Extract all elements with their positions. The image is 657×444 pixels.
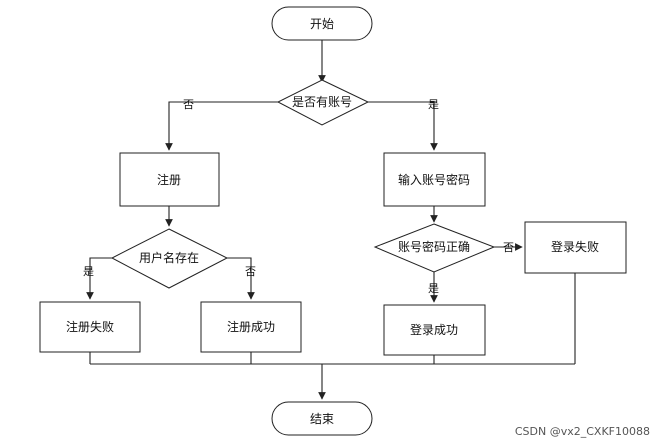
label-has-account-yes: 是 <box>428 98 439 111</box>
register-process <box>119 152 220 207</box>
label-credentials-no: 否 <box>503 241 514 254</box>
label-username-exists-yes: 是 <box>83 265 94 278</box>
credentials-correct-decision <box>373 223 496 273</box>
has-account-label: 是否有账号 <box>292 95 352 109</box>
edge-username-exists-yes <box>86 257 112 300</box>
start-terminal <box>271 6 373 41</box>
login-fail-process <box>524 221 627 274</box>
login-fail-label: 登录失败 <box>551 239 599 254</box>
label-has-account-no: 否 <box>183 98 194 111</box>
edge-has-account-yes <box>368 101 438 151</box>
login-success-process <box>383 304 486 356</box>
end-terminal <box>271 401 373 436</box>
username-exists-decision <box>110 228 229 289</box>
register-fail-label: 注册失败 <box>66 319 114 334</box>
credentials-correct-label: 账号密码正确 <box>398 239 470 254</box>
register-fail-process <box>39 301 141 353</box>
start-label: 开始 <box>310 17 334 31</box>
register-success-process <box>200 301 302 353</box>
has-account-decision <box>276 79 370 126</box>
label-credentials-yes: 是 <box>428 282 439 295</box>
enter-credentials-process <box>383 152 486 207</box>
edge-has-account-no <box>165 101 278 151</box>
register-label: 注册 <box>157 172 181 187</box>
edge-username-exists-no <box>227 257 255 300</box>
watermark: CSDN @vx2_CXKF10088 <box>515 425 650 438</box>
enter-credentials-label: 输入账号密码 <box>398 172 470 187</box>
username-exists-label: 用户名存在 <box>139 250 199 265</box>
login-success-label: 登录成功 <box>410 322 458 337</box>
end-label: 结束 <box>310 412 334 426</box>
label-username-exists-no: 否 <box>245 265 256 278</box>
register-success-label: 注册成功 <box>227 319 275 334</box>
